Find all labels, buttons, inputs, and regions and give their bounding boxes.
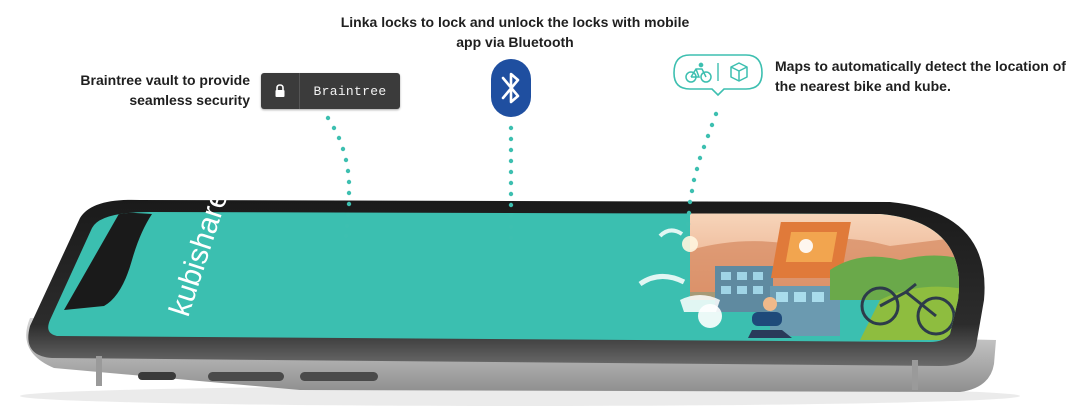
phone-side-button xyxy=(138,372,176,380)
connector-bluetooth xyxy=(508,125,514,241)
caption-braintree: Braintree vault to provide seamless secu… xyxy=(80,72,250,108)
connector-braintree xyxy=(325,115,352,239)
lock-icon xyxy=(261,73,300,109)
phone-volume-up xyxy=(208,372,284,381)
bike-icon xyxy=(685,62,712,83)
city-illustration xyxy=(638,212,960,340)
caption-linka: Linka locks to lock and unlock the locks… xyxy=(340,14,690,50)
maps-bubble xyxy=(673,54,763,97)
phone-antenna-band xyxy=(96,356,102,386)
braintree-label: Braintree xyxy=(313,83,387,99)
caption-maps: Maps to automatically detect the locatio… xyxy=(775,58,1066,94)
phone-antenna-band xyxy=(912,360,918,390)
braintree-badge: Braintree xyxy=(261,73,400,109)
phone-volume-down xyxy=(300,372,378,381)
connector-maps xyxy=(685,111,719,227)
cube-icon xyxy=(730,62,748,82)
phone-notch xyxy=(64,212,152,310)
bluetooth-icon xyxy=(491,59,531,117)
